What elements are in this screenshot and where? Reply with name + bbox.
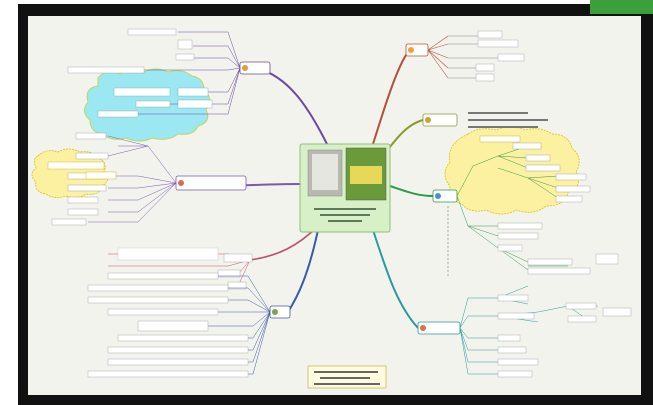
olive-text-line-3 (468, 126, 538, 128)
teal-leaf-3 (565, 302, 597, 310)
green-leaf-8 (497, 232, 539, 240)
left-leaf-4 (67, 184, 107, 192)
blue-leaf-7 (107, 346, 249, 354)
leaf-box-1 (477, 30, 503, 39)
blue-leaf-8 (107, 358, 249, 366)
blue-leaf-2 (87, 284, 229, 292)
green-leaf-10 (527, 258, 573, 266)
frame-border-top (18, 4, 653, 16)
blue-leaf-3 (87, 296, 229, 304)
teal-leaf-2 (497, 312, 535, 320)
green-leaf-2 (525, 154, 551, 162)
purple-leaf-1 (127, 28, 177, 36)
green-leaf-1 (512, 142, 542, 150)
topic-icon-purple-left (178, 180, 184, 186)
topic-icon-blue (272, 309, 278, 315)
frame-border-left (18, 4, 28, 405)
subbranch-top-right (427, 35, 449, 79)
central-caption-line-1 (314, 208, 376, 210)
green-leaf-6 (555, 195, 583, 203)
purple-left-subtree (88, 135, 177, 223)
leaf-box-5 (475, 73, 495, 82)
purple-leaf-4 (67, 66, 145, 74)
blue-leaf-9 (87, 370, 249, 378)
green-leaf-4 (555, 173, 587, 181)
topic-node-purple-left[interactable] (175, 175, 247, 191)
left-leaf-5 (67, 196, 99, 204)
cyan-box-3 (177, 99, 213, 109)
yellow-left-box-1 (47, 161, 105, 170)
blue-subtree (88, 275, 271, 375)
purple-leaf-7 (97, 110, 139, 118)
purple-leaf-6 (135, 100, 171, 108)
teal-leaf-5 (602, 307, 632, 317)
blue-leaf-6 (117, 334, 249, 342)
left-leaf-7 (51, 218, 87, 226)
central-caption-line-3 (328, 220, 362, 222)
yellow-left-box-2 (85, 171, 117, 180)
teal-leaf-4 (567, 315, 597, 323)
olive-text-line-2 (468, 119, 548, 121)
frame-border-right (641, 4, 653, 405)
topic-icon-olive (425, 117, 431, 123)
leaf-box-2 (477, 39, 519, 48)
green-leaf-3 (525, 164, 561, 172)
cyan-box-2 (177, 87, 209, 97)
teal-leaf-8 (497, 358, 539, 366)
branch-green (389, 185, 434, 197)
topic-node-olive[interactable] (422, 113, 458, 127)
left-leaf-1 (75, 132, 107, 140)
yellow-right-tag (479, 135, 521, 143)
green-leaf-9 (497, 244, 523, 252)
leaf-box-3 (497, 53, 525, 62)
topic-icon-green (435, 193, 441, 199)
green-subtree (456, 145, 568, 271)
green-leaf-7 (497, 222, 543, 230)
blue-leaf-1 (107, 272, 219, 280)
branch-teal (372, 229, 419, 329)
blue-leaf-5 (137, 320, 209, 332)
frame-border-bottom (18, 395, 653, 405)
teal-leaf-7 (497, 346, 527, 354)
teal-leaf-1 (497, 294, 529, 302)
pink-leaf-2 (223, 253, 253, 263)
branch-purple-upper (255, 67, 329, 147)
blue-leaf-4 (107, 308, 219, 316)
teal-leaf-6 (497, 334, 521, 342)
purple-leaf-3 (175, 53, 195, 61)
teal-leaf-9 (497, 370, 533, 378)
cyan-box-1 (113, 87, 171, 97)
left-leaf-2 (75, 152, 109, 160)
bottom-note-line-2 (320, 377, 370, 379)
leaf-box-4 (475, 63, 495, 72)
topic-icon-top-right (408, 47, 414, 53)
branch-blue (287, 229, 319, 313)
mindmap-canvas[interactable] (28, 16, 641, 395)
olive-text-line-1 (468, 112, 528, 114)
left-leaf-6 (67, 208, 99, 216)
central-caption-line-2 (320, 214, 370, 216)
yellow-cloud-right (444, 126, 580, 215)
bottom-note-line-1 (314, 371, 378, 373)
central-image-left-inner (312, 154, 338, 190)
topic-icon-teal (420, 325, 426, 331)
bottom-note-line-3 (314, 383, 380, 385)
mindmap-svg (31, 28, 632, 389)
central-image-right-band (350, 166, 382, 184)
green-leaf-11 (527, 267, 591, 275)
purple-leaf-2 (177, 39, 193, 50)
pink-leaf-1 (117, 247, 219, 261)
corner-tab (590, 0, 653, 14)
branch-red (372, 51, 409, 145)
topic-icon-purple-upper (242, 65, 248, 71)
green-leaf-5 (555, 185, 591, 193)
green-leaf-12 (595, 253, 619, 265)
